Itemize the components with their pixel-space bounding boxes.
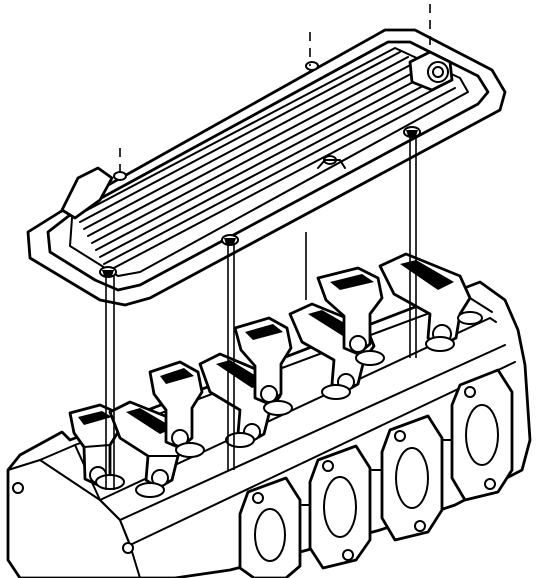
cover-bolt xyxy=(99,266,117,278)
cover-bolt xyxy=(305,61,319,71)
exhaust-port-flanges xyxy=(238,368,514,578)
exhaust-port-flange xyxy=(308,444,372,570)
rocker-arms xyxy=(68,252,483,498)
head-bolt xyxy=(12,482,24,494)
valve-springs xyxy=(95,311,483,498)
head-bolt xyxy=(122,542,134,554)
valve-cover-ribs xyxy=(79,51,456,271)
rocker-arm xyxy=(316,266,384,356)
cover-bolt xyxy=(113,171,127,181)
cover-bolt xyxy=(221,234,239,246)
exhaust-port-flange xyxy=(238,476,302,578)
cover-bolt xyxy=(403,126,421,138)
exhaust-port-flange xyxy=(450,368,514,502)
valve-cover xyxy=(26,28,507,307)
oil-filler-cap xyxy=(408,50,454,92)
rocker-arm xyxy=(233,316,293,406)
exhaust-port-flange xyxy=(380,414,444,542)
alignment-lines xyxy=(105,4,431,490)
breather-hump xyxy=(60,166,114,220)
